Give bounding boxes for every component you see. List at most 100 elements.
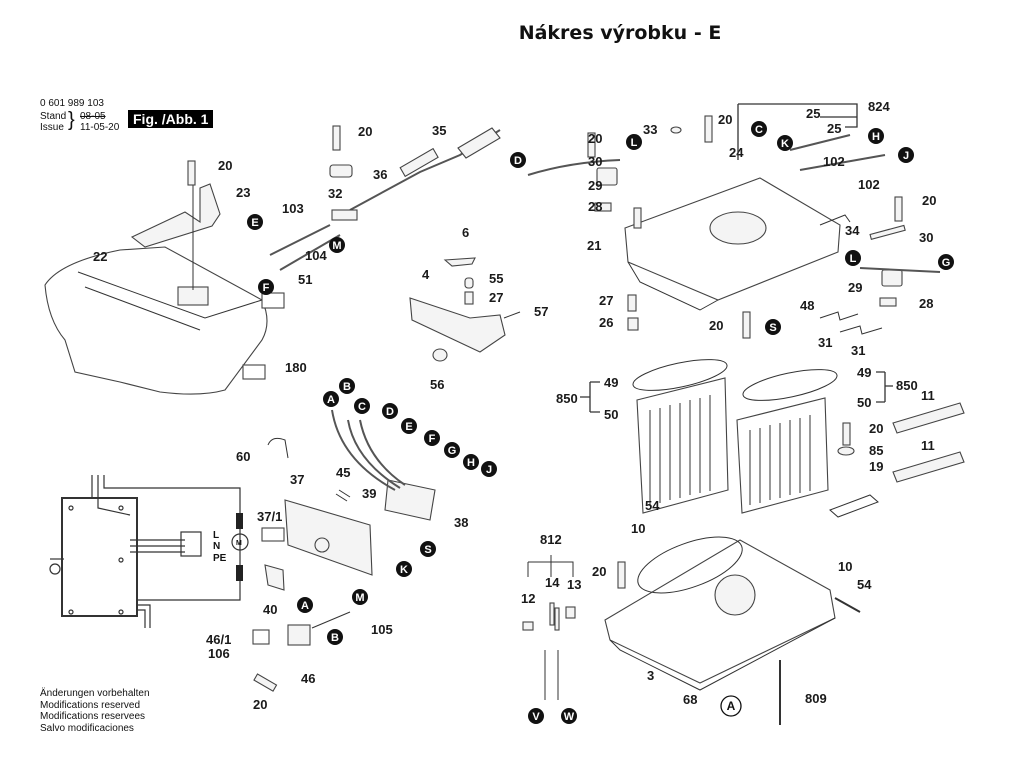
callout-M: M [329,237,345,253]
part-label-6: 6 [462,225,469,240]
part-label-20: 20 [922,193,936,208]
part-label-37: 37 [290,472,304,487]
part-label-30: 30 [919,230,933,245]
note-line: Modifications reservees [40,711,146,722]
issue-label: Issue [40,122,64,133]
callout-letter: V [532,711,540,723]
part-label-40: 40 [263,602,277,617]
callout-letter: A [727,699,736,713]
part-label-20: 20 [253,697,267,712]
callout-circle [561,708,577,724]
filter-cartridge-right [736,369,838,514]
part-label-57: 57 [534,304,548,319]
switch-housing-part [409,257,521,362]
callout-letter: K [781,138,789,150]
stand-label: Stand [40,111,67,122]
note-line: Änderungen vorbehalten [40,688,150,699]
callout-L: L [845,250,861,266]
electronics-board-part [261,409,436,591]
label-51-part [261,292,285,309]
part-label-39: 39 [362,486,376,501]
part-label-38: 38 [454,515,468,530]
callout-K: K [396,561,412,577]
callout-A: A [323,391,339,407]
callout-C: C [751,121,767,137]
callout-circle [339,378,355,394]
part-label-31: 31 [851,343,865,358]
callout-S: S [765,319,781,335]
part-label-50: 50 [604,407,618,422]
callout-letter: J [903,150,909,162]
callout-D: D [382,403,398,419]
callout-circle [352,589,368,605]
callout-letter: E [251,217,258,229]
callout-letter: E [405,421,412,433]
part-label-102: 102 [823,154,845,169]
note-line: Modifications reserved [40,699,141,711]
part-label-34: 34 [845,223,860,238]
mains-cable-part [269,127,501,271]
callout-H: H [463,454,479,470]
callout-letter: C [755,124,763,136]
part-label-3: 3 [647,668,654,683]
callout-circle [898,147,914,163]
part-label-824: 824 [868,99,890,114]
callout-circle [354,398,370,414]
callout-circle [327,629,343,645]
callout-letter: D [386,406,394,418]
callout-circle [401,418,417,434]
callout-A: A [297,597,313,613]
stand-value: 08-05 [80,111,106,122]
wiring-schematic: M L N PE [49,475,249,628]
top-cover-part [44,246,268,395]
callout-circle [765,319,781,335]
callout-B: B [327,629,343,645]
callout-letter: G [942,257,951,269]
callout-F: F [258,279,274,295]
part-label-105: 105 [371,622,393,637]
part-label-30: 30 [588,154,602,169]
callout-letter: H [872,131,880,143]
callout-M: M [352,589,368,605]
callout-circle [444,442,460,458]
part-label-46: 46 [301,671,315,686]
callout-V: V [528,708,544,724]
part-label-19: 19 [869,459,883,474]
part-label-20: 20 [218,158,232,173]
callout-letter: K [400,564,408,576]
callout-letter: S [424,544,431,556]
part-label-21: 21 [587,238,601,253]
part-label-850: 850 [556,391,578,406]
callout-letter: A [327,394,335,406]
callout-letter: W [564,711,575,723]
callout-circle [329,237,345,253]
callout-J: J [481,461,497,477]
part-label-60: 60 [236,449,250,464]
callout-letter: J [486,464,492,476]
part-label-45: 45 [336,465,350,480]
part-label-26: 26 [599,315,613,330]
callout-J: J [898,147,914,163]
callout-letter: D [514,155,522,167]
upper-housing-part [624,177,841,331]
part-label-812: 812 [540,532,562,547]
callout-K: K [777,135,793,151]
part-label-20: 20 [588,131,602,146]
part-label-37/1: 37/1 [257,509,282,524]
callout-circle [420,541,436,557]
part-label-103: 103 [282,201,304,216]
part-label-20: 20 [358,124,372,139]
part-label-20: 20 [718,112,732,127]
screw-parts [187,115,903,589]
lower-housing-part [604,536,861,725]
part-label-31: 31 [818,335,832,350]
rocker-switch-part [252,611,351,692]
part-label-28: 28 [919,296,933,311]
callout-letter: B [343,381,351,393]
callout-circle [777,135,793,151]
page-title: Nákres výrobku - E [518,22,722,44]
part-label-102: 102 [858,177,880,192]
callout-W: W [561,708,577,724]
